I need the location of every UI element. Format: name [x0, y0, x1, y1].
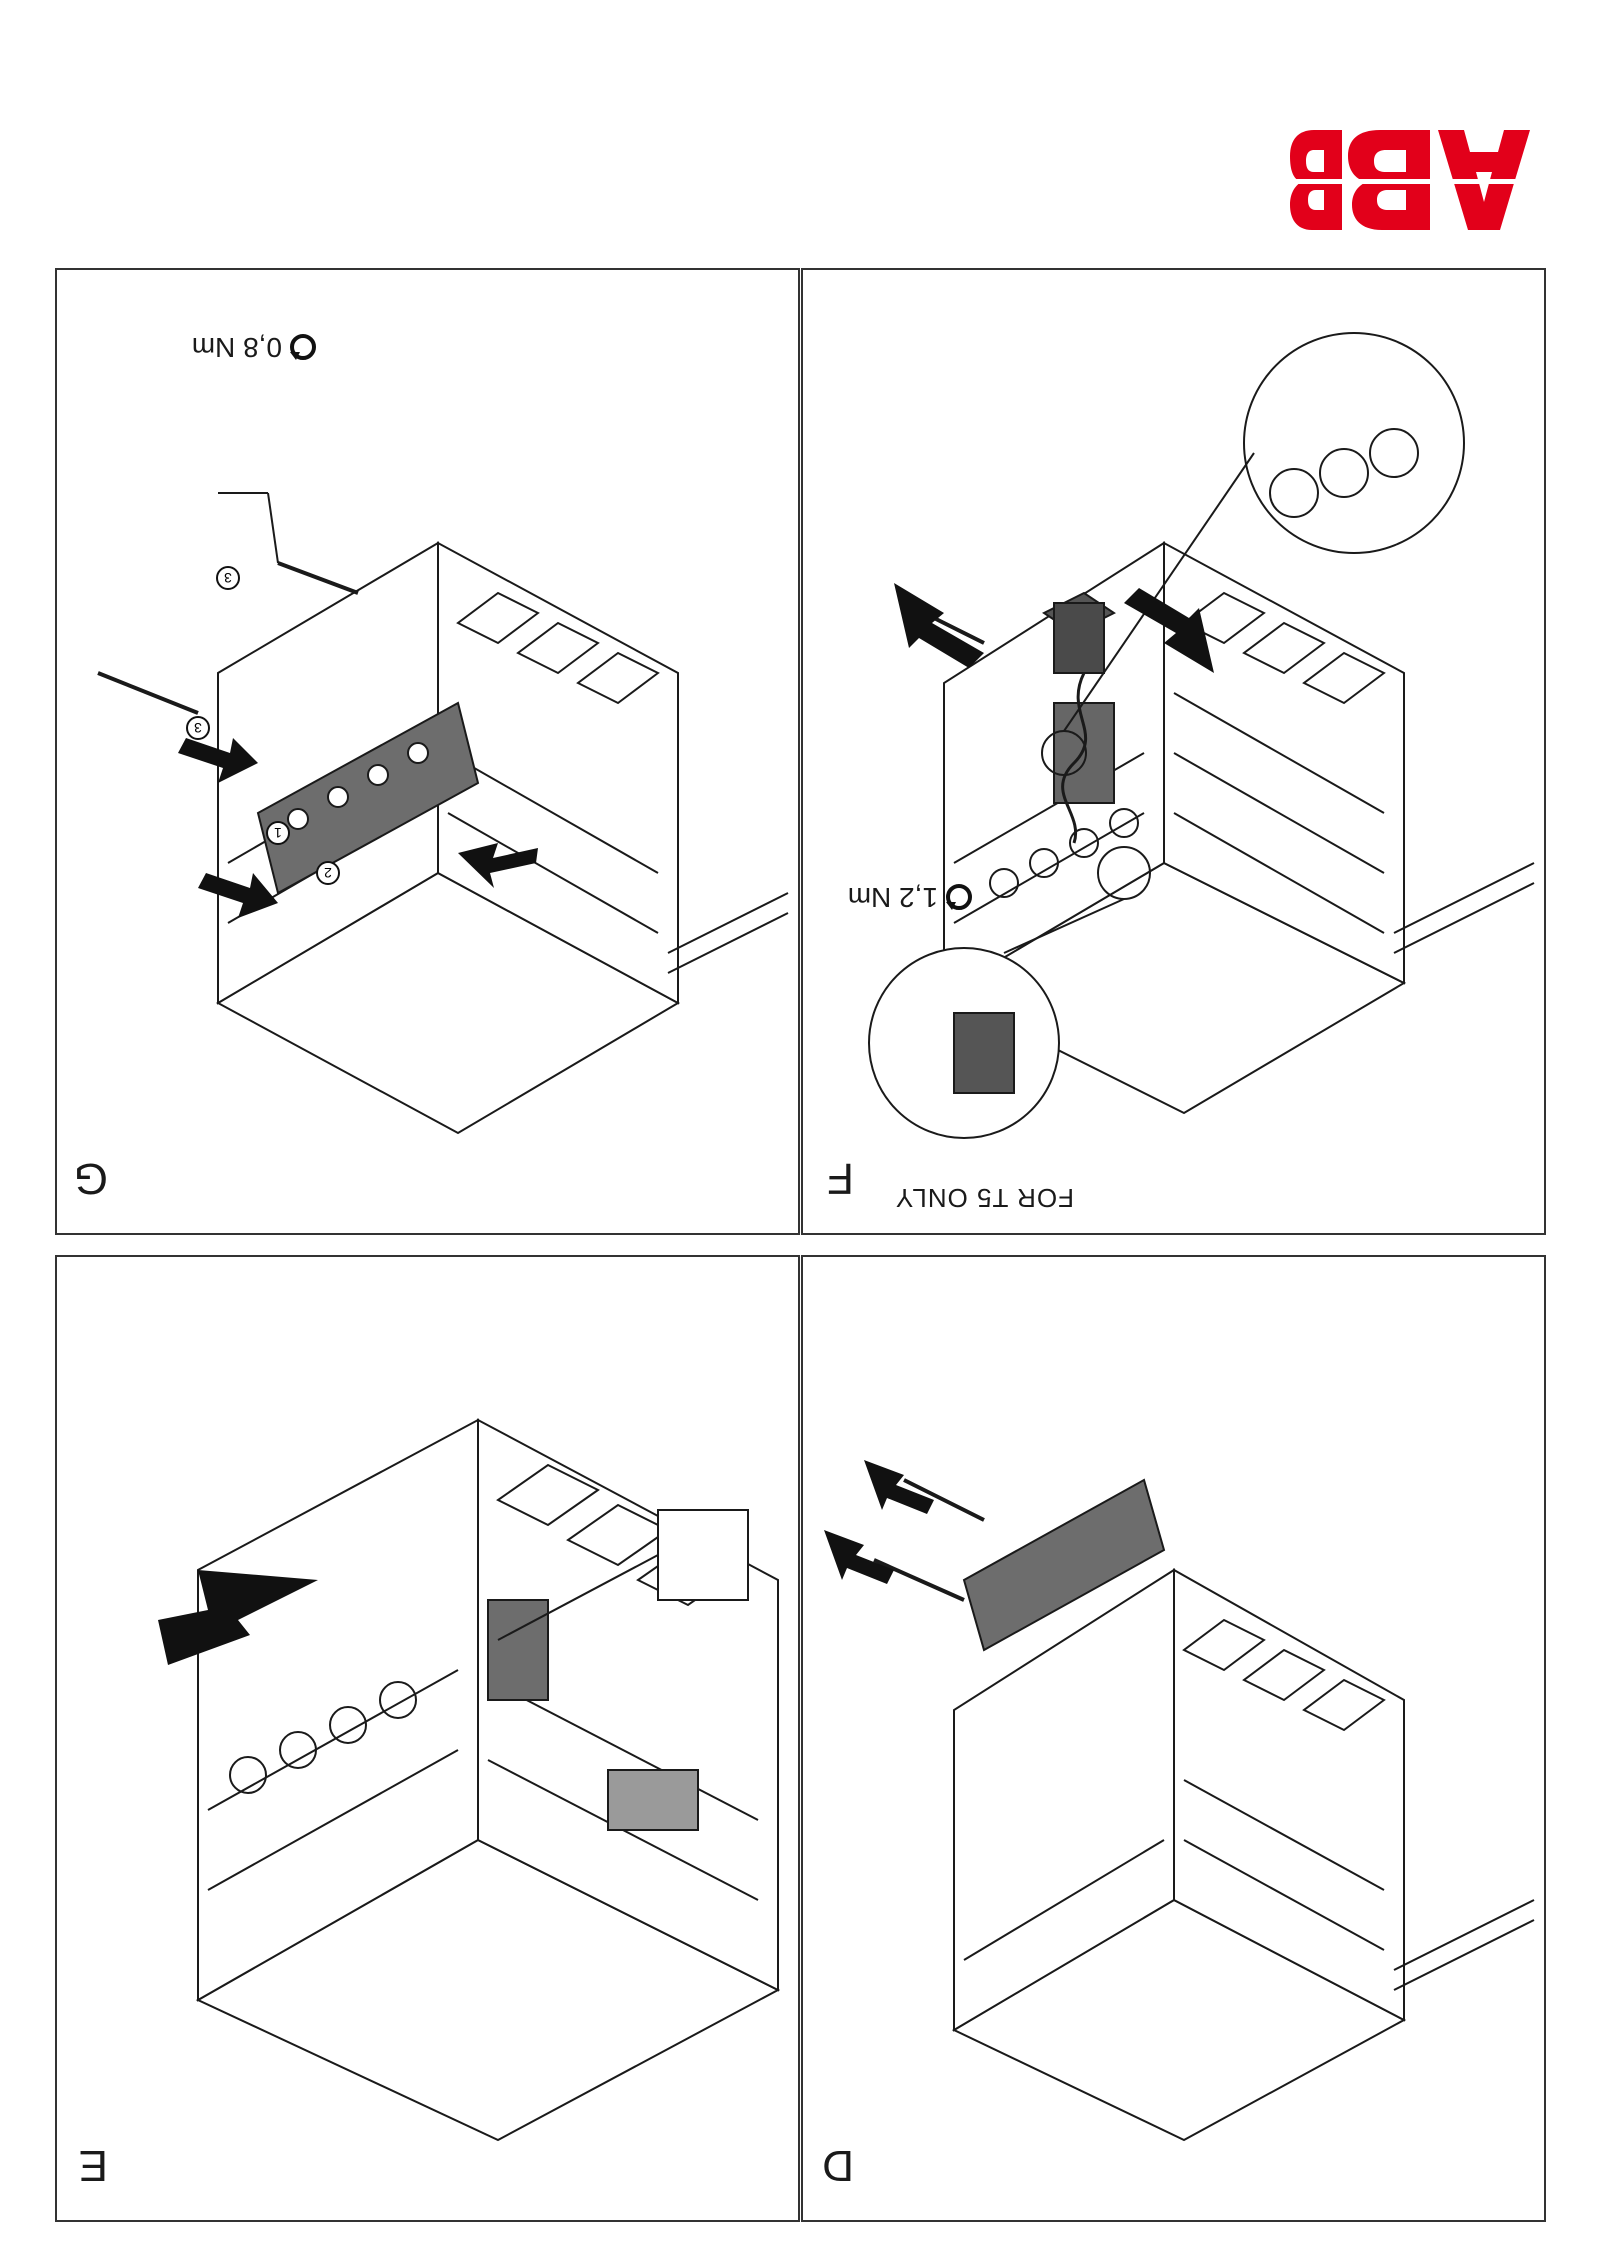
rotate-icon — [946, 884, 972, 910]
rotate-icon — [290, 334, 316, 360]
torque-spec-g: 0,8 Nm — [192, 331, 318, 363]
breaker-illustration-d — [824, 1460, 1535, 2142]
panel-f: F FOR T5 ONLY 1,2 Nm — [801, 268, 1546, 1235]
callout-number: 3 — [224, 570, 232, 586]
torque-value: 1,2 Nm — [847, 882, 938, 913]
breaker-illustration-g: 1 2 3 3 — [97, 492, 789, 1135]
torque-value: 0,8 Nm — [191, 332, 282, 363]
breaker-illustration-f — [868, 332, 1535, 1139]
panel-e: E — [55, 1255, 800, 2222]
step-label-f: F — [827, 1154, 854, 1203]
callout-number: 2 — [324, 865, 332, 881]
callout-number: 1 — [274, 825, 282, 841]
step-label-e: E — [78, 2141, 108, 2190]
inset-caption: FOR T5 ONLY — [894, 1183, 1074, 1213]
torque-spec-f: 1,2 Nm — [848, 881, 974, 913]
panel-d: D — [801, 1255, 1546, 2222]
abb-logo — [1290, 130, 1530, 230]
step-label-g: G — [73, 1154, 108, 1203]
panel-g: 1 2 3 3 G 0,8 Nm — [55, 268, 800, 1235]
callout-number: 3 — [194, 720, 202, 736]
breaker-illustration-e — [158, 1418, 781, 2142]
step-label-d: D — [822, 2141, 854, 2190]
